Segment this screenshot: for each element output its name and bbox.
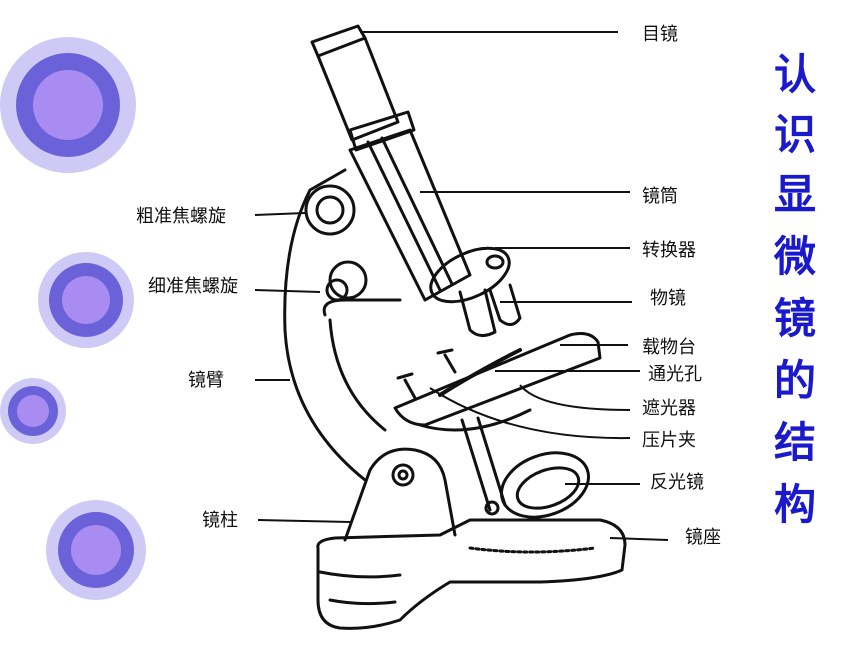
title-char-8: 构	[773, 480, 816, 529]
decor-circle-4	[46, 500, 146, 600]
leader-diaphragm	[519, 384, 631, 411]
label-fine-knob: 细准焦螺旋	[148, 276, 238, 297]
base-shape	[316, 518, 627, 630]
label-pillar: 镜柱	[202, 510, 238, 531]
coarse-knob-shape	[304, 184, 356, 236]
title-char-7: 结	[773, 418, 816, 467]
fine-knob-shape	[328, 260, 368, 300]
decor-circle-2	[38, 252, 134, 348]
label-objective: 物镜	[650, 288, 686, 309]
label-base: 镜座	[685, 527, 721, 548]
label-eyepiece: 目镜	[642, 24, 678, 45]
label-stage: 载物台	[642, 337, 696, 358]
title-char-6: 的	[773, 356, 816, 405]
arm-shape	[283, 168, 367, 482]
title-char-2: 识	[773, 110, 816, 159]
leader-clip	[429, 387, 631, 440]
title-char-3: 显	[773, 170, 816, 219]
leader-coarse	[254, 212, 306, 216]
decor-circle-3	[0, 378, 66, 444]
title-char-1: 认	[773, 50, 816, 99]
pillar-shape	[343, 447, 457, 542]
decor-circle-1	[0, 37, 136, 173]
label-mirror: 反光镜	[650, 472, 704, 493]
tube-shape	[348, 128, 472, 302]
clip-shape-2	[436, 348, 457, 374]
leader-base	[609, 537, 669, 541]
title-char-4: 微	[773, 232, 816, 281]
label-arm: 镜臂	[188, 370, 224, 391]
title-char-5: 镜	[773, 294, 816, 343]
mirror-shape	[499, 451, 591, 519]
stage-shape	[393, 332, 602, 427]
label-nosepiece: 转换器	[642, 240, 696, 261]
clip-shape-1	[396, 372, 417, 400]
label-aperture: 通光孔	[648, 364, 702, 385]
objective-shape	[458, 288, 497, 337]
leader-pillar	[257, 519, 351, 523]
label-diaphragm: 遮光器	[642, 398, 696, 419]
label-clip: 压片夹	[642, 430, 696, 451]
label-tube: 镜筒	[642, 186, 678, 207]
leader-fine	[254, 289, 321, 293]
nosepiece-shape	[429, 246, 511, 304]
label-coarse-knob: 粗准焦螺旋	[136, 206, 226, 227]
